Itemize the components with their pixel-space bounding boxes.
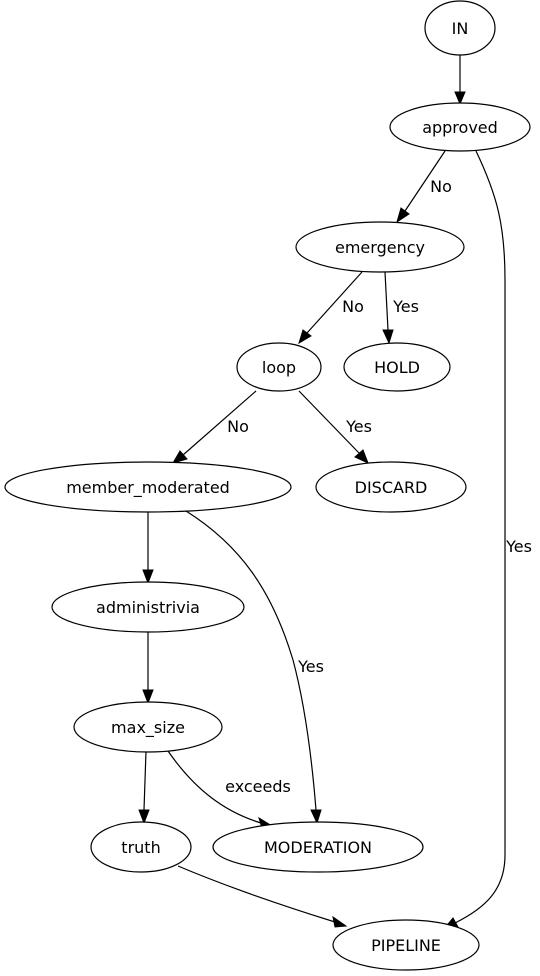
node-max-size: max_size bbox=[73, 701, 223, 753]
edge-member-moderated-moderation: Yes bbox=[185, 510, 324, 825]
edge-member-moderated-administrivia bbox=[142, 512, 154, 585]
node-hold: HOLD bbox=[343, 342, 451, 392]
edge-approved-pipeline: Yes bbox=[442, 150, 532, 930]
node-label-emergency: emergency bbox=[335, 238, 425, 257]
node-label-member-moderated: member_moderated bbox=[66, 478, 230, 498]
node-loop: loop bbox=[236, 342, 322, 392]
node-label-administrivia: administrivia bbox=[96, 598, 200, 617]
node-administrivia: administrivia bbox=[51, 581, 245, 633]
edge-label-loop-yes: Yes bbox=[345, 417, 372, 436]
node-label-loop: loop bbox=[262, 358, 296, 377]
node-emergency: emergency bbox=[295, 221, 465, 273]
edge-approved-emergency: No bbox=[396, 150, 452, 224]
edge-loop-discard: Yes bbox=[298, 390, 372, 464]
edge-emergency-loop: No bbox=[298, 271, 364, 345]
node-discard: DISCARD bbox=[315, 461, 467, 513]
edge-label-emergency-no: No bbox=[342, 297, 364, 316]
edge-label-approved-no: No bbox=[430, 177, 452, 196]
node-approved: approved bbox=[389, 102, 531, 152]
edge-max-size-moderation: exceeds bbox=[167, 750, 291, 829]
node-label-in: IN bbox=[452, 19, 469, 38]
edge-label-emergency-yes: Yes bbox=[392, 297, 419, 316]
node-truth: truth bbox=[90, 821, 192, 873]
node-label-truth: truth bbox=[121, 838, 160, 857]
edge-label-max-size-exceeds: exceeds bbox=[225, 777, 291, 796]
node-moderation: MODERATION bbox=[212, 821, 424, 873]
node-label-max-size: max_size bbox=[111, 718, 185, 738]
edge-truth-pipeline bbox=[177, 865, 348, 928]
edge-loop-member-moderated: No bbox=[171, 390, 257, 464]
edge-administrivia-max-size bbox=[142, 632, 154, 705]
node-pipeline: PIPELINE bbox=[332, 919, 480, 971]
node-label-moderation: MODERATION bbox=[264, 838, 372, 857]
node-label-approved: approved bbox=[422, 118, 498, 137]
node-in: IN bbox=[424, 0, 496, 56]
edge-label-loop-no: No bbox=[227, 417, 249, 436]
edge-in-approved bbox=[454, 55, 466, 106]
node-label-hold: HOLD bbox=[374, 358, 420, 377]
edge-max-size-truth bbox=[138, 750, 150, 825]
edge-label-approved-yes: Yes bbox=[505, 537, 532, 556]
edge-label-member-moderated-yes: Yes bbox=[297, 657, 324, 676]
node-member-moderated: member_moderated bbox=[4, 461, 292, 513]
node-label-pipeline: PIPELINE bbox=[371, 936, 441, 955]
node-label-discard: DISCARD bbox=[355, 478, 428, 497]
edge-emergency-hold: Yes bbox=[382, 271, 419, 345]
